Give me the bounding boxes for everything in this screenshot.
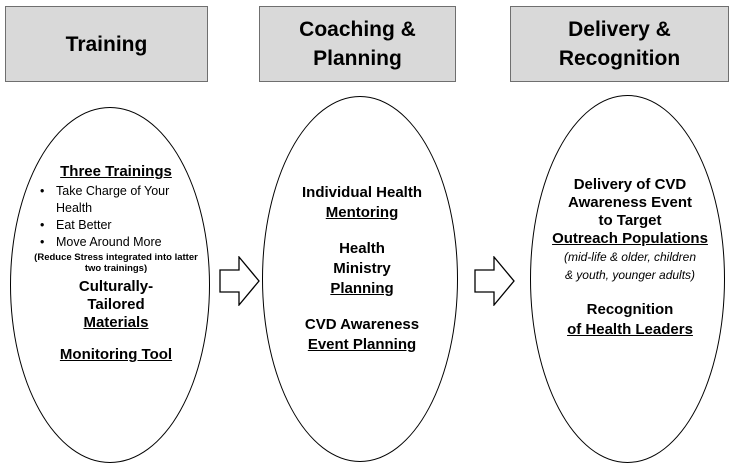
mentoring-section: Individual Health Mentoring (282, 183, 442, 223)
bullet-eat-better: Eat Better (28, 217, 204, 234)
training-content: Three Trainings Take Charge of Your Heal… (28, 163, 204, 364)
recognition-prefix: Recognition (586, 301, 674, 318)
delivery-ellipse (530, 95, 725, 463)
coaching-ellipse (262, 96, 458, 462)
header-coaching-planning: Coaching & Planning (259, 6, 456, 82)
ministry-prefix: Health Ministry (333, 240, 391, 277)
three-trainings-title: Three Trainings (60, 163, 172, 180)
ministry-link: Planning (330, 280, 394, 297)
training-bullets: Take Charge of Your Health Eat Better Mo… (28, 183, 204, 251)
bullet-move-around: Move Around More (28, 234, 204, 251)
right-arrow-icon (474, 256, 515, 306)
header-delivery-recognition: Delivery & Recognition (510, 6, 729, 82)
event-link: Event Planning (307, 336, 417, 353)
mentoring-link: Mentoring (325, 204, 399, 221)
training-ellipse (10, 107, 210, 463)
reduce-stress-note: (Reduce Stress integrated into latter tw… (34, 252, 198, 274)
culturally-tailored-materials: Culturally- Tailored Materials (28, 278, 204, 332)
recognition-link: of Health Leaders (567, 321, 693, 338)
monitoring-tool: Monitoring Tool (59, 346, 173, 363)
outreach-populations: Outreach Populations (552, 230, 708, 247)
event-section: CVD Awareness Event Planning (282, 315, 442, 355)
coaching-content: Individual Health Mentoring Health Minis… (282, 183, 442, 371)
populations-list: (mid-life & older, children & youth, you… (563, 250, 697, 282)
bullet-take-charge: Take Charge of Your Health (28, 183, 176, 217)
mentoring-prefix: Individual Health (301, 184, 422, 201)
recognition-section: Recognition of Health Leaders (545, 300, 715, 340)
delivery-event-prefix: Delivery of CVD Awareness Event to Targe… (568, 176, 692, 229)
event-prefix: CVD Awareness (304, 316, 420, 333)
materials-link: Materials (83, 314, 149, 331)
delivery-content: Delivery of CVD Awareness Event to Targe… (545, 176, 715, 340)
header-training: Training (5, 6, 208, 82)
ministry-section: Health Ministry Planning (282, 239, 442, 299)
materials-prefix: Culturally- Tailored (78, 278, 154, 313)
right-arrow-icon (219, 256, 260, 306)
